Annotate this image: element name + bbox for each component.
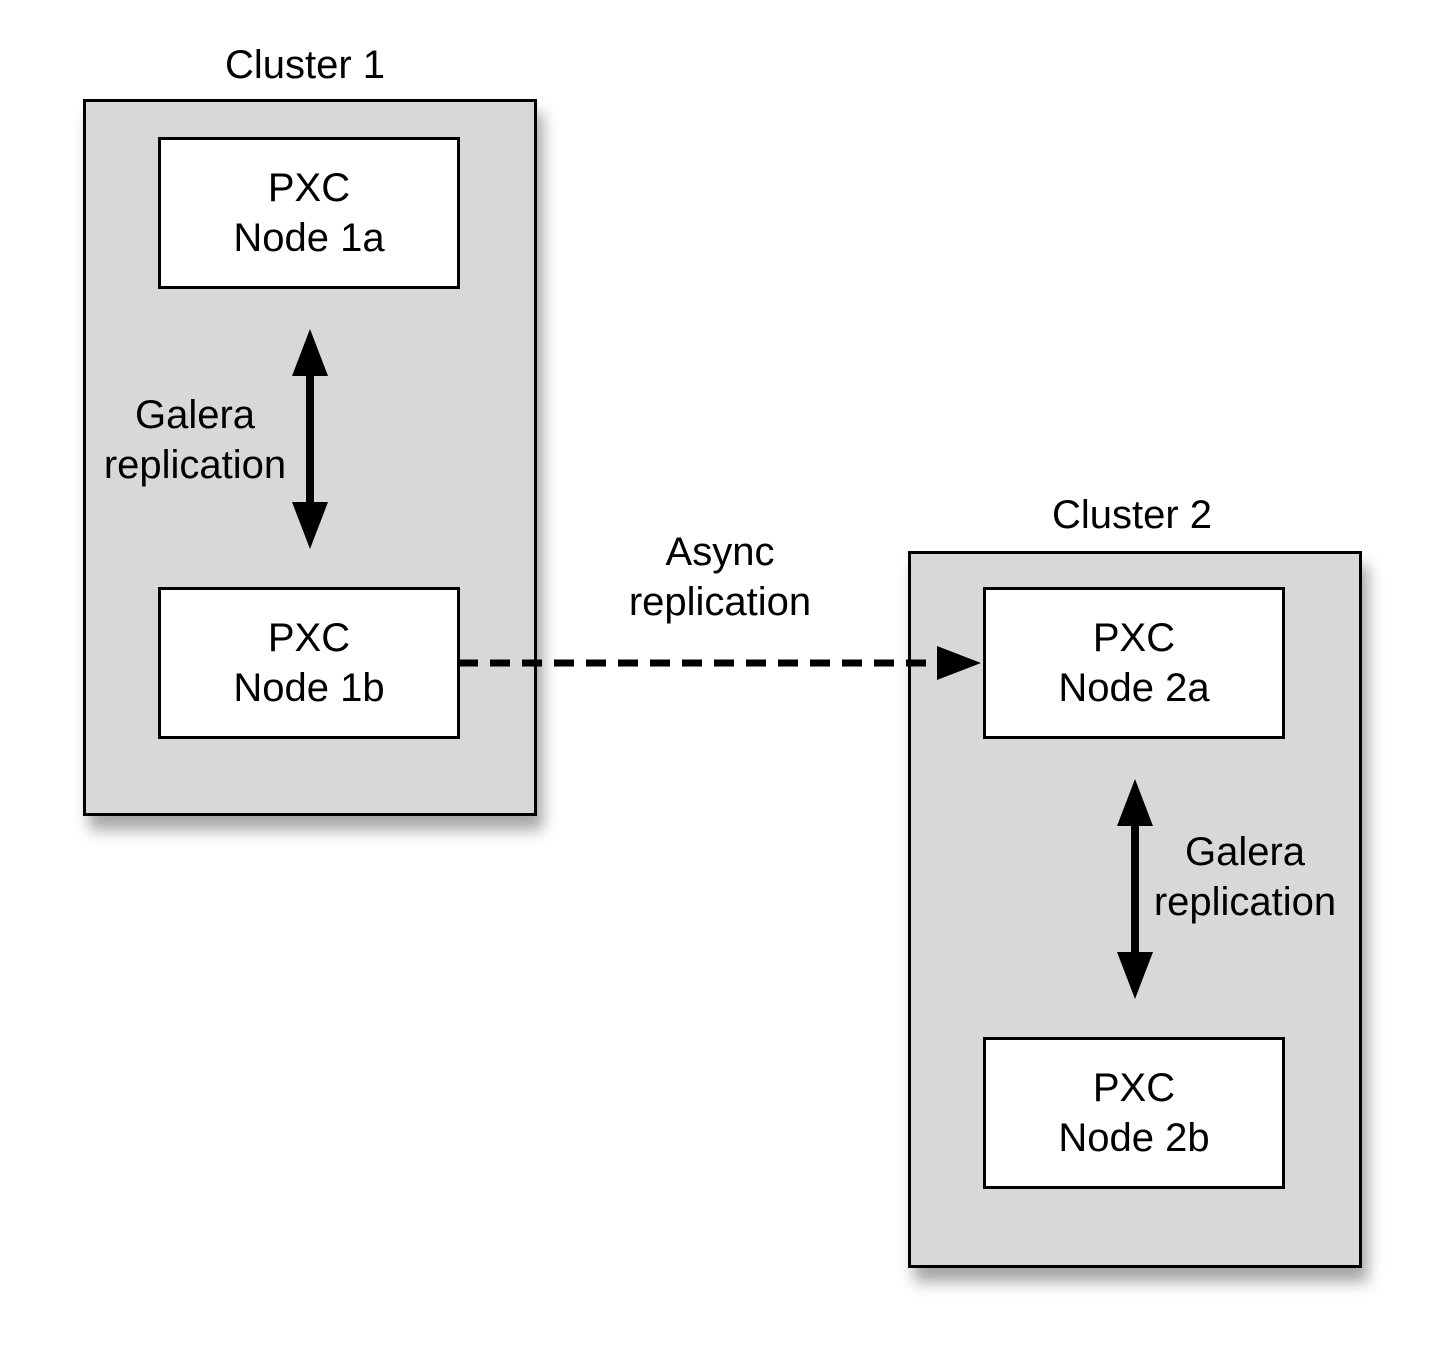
cluster-1-galera-label: Galera replication xyxy=(95,390,295,490)
cluster-1-galera-label-line1: Galera xyxy=(134,393,256,437)
cluster-2-galera-label: Galera replication xyxy=(1145,827,1345,927)
cluster-2-galera-label-line1: Galera xyxy=(1184,830,1306,874)
node-1b: PXC Node 1b xyxy=(158,587,460,739)
async-replication-label: Async replication xyxy=(610,527,830,627)
node-1b-name: Node 1b xyxy=(233,666,385,710)
node-1a-type: PXC xyxy=(267,166,351,210)
node-1a: PXC Node 1a xyxy=(158,137,460,289)
cluster-1-title: Cluster 1 xyxy=(224,43,386,87)
cluster-1-galera-label-line2: replication xyxy=(103,443,287,487)
node-2b-name: Node 2b xyxy=(1058,1116,1210,1160)
node-2b-type: PXC xyxy=(1092,1066,1176,1110)
node-2a-name: Node 2a xyxy=(1058,666,1210,710)
cluster-2-title: Cluster 2 xyxy=(1051,493,1213,537)
node-2a-type: PXC xyxy=(1092,616,1176,660)
node-1b-type: PXC xyxy=(267,616,351,660)
node-2a: PXC Node 2a xyxy=(983,587,1285,739)
node-1a-name: Node 1a xyxy=(233,216,385,260)
node-2b: PXC Node 2b xyxy=(983,1037,1285,1189)
async-replication-label-line2: replication xyxy=(628,580,812,624)
cluster-2-galera-label-line2: replication xyxy=(1153,880,1337,924)
async-replication-label-line1: Async xyxy=(665,530,775,574)
